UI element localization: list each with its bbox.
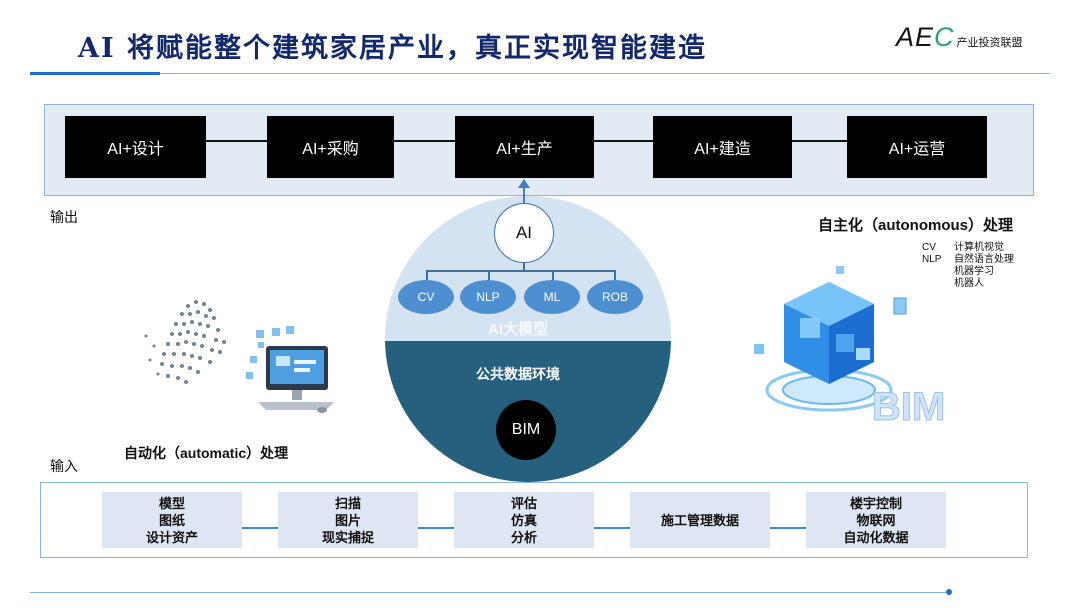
input-connector: [594, 527, 630, 529]
input-line: 图片: [334, 512, 361, 528]
computer-monitor-icon: [258, 346, 334, 413]
output-connector: [206, 140, 268, 142]
tree-branch: [552, 270, 554, 280]
input-line: 设计资产: [145, 529, 198, 545]
branch-ml: ML: [524, 280, 580, 314]
input-line: 模型: [158, 495, 185, 511]
output-connector: [792, 140, 848, 142]
input-box-scan: 扫描 图片 现实捕捉: [278, 492, 418, 548]
ai-head-computer-illustration: [144, 300, 334, 413]
desc-nlp: 自然语言处理: [954, 254, 1014, 265]
tree-branch: [426, 270, 428, 280]
logo-text-c: C: [934, 22, 955, 52]
branch-rob: ROB: [587, 280, 643, 314]
input-line: 仿真: [510, 512, 537, 528]
automatic-title: 自动化（automatic）处理: [124, 445, 289, 461]
bim-node: BIM: [496, 400, 556, 460]
logo-text: AE: [896, 22, 935, 52]
particle-head-icon: [144, 300, 226, 384]
desc-machine-learning: 机器学习: [954, 266, 994, 277]
desc-robot: 机器人: [954, 278, 984, 289]
input-line: 分析: [510, 529, 537, 545]
bim-cube-illustration: BIM: [754, 266, 946, 430]
footer-divider: [30, 592, 950, 593]
input-line: 自动化数据: [843, 529, 909, 545]
input-line: 扫描: [334, 495, 361, 511]
autonomous-title: 自主化（autonomous）处理: [818, 217, 1013, 234]
input-connector: [770, 527, 806, 529]
abbr-nlp: NLP: [922, 254, 942, 265]
input-box-models: 模型 图纸 设计资产: [102, 492, 242, 548]
footer-dot: [946, 589, 952, 595]
input-box-building-control: 楼宇控制 物联网 自动化数据: [806, 492, 946, 548]
abbr-cv: CV: [922, 242, 936, 253]
stage-ai-construction: AI+建造: [653, 116, 792, 178]
desc-computer-vision: 计算机视觉: [954, 242, 1004, 253]
input-line: 图纸: [158, 512, 185, 528]
input-box-evaluation: 评估 仿真 分析: [454, 492, 594, 548]
tree-branch: [426, 270, 616, 272]
stage-ai-production: AI+生产: [455, 116, 594, 178]
stage-ai-procurement: AI+采购: [267, 116, 394, 178]
output-connector: [394, 140, 456, 142]
ai-node: AI: [494, 203, 554, 263]
input-box-construction-data: 施工管理数据: [630, 492, 770, 548]
header-accent-bar: [30, 72, 160, 75]
input-line: 施工管理数据: [660, 512, 739, 528]
tree-branch: [488, 270, 490, 280]
logo-subtitle: 产业投资联盟: [956, 37, 1023, 49]
output-label: 输出: [50, 209, 78, 225]
header-divider: [30, 73, 1050, 74]
arrow-up-icon: [518, 179, 530, 205]
output-connector: [594, 140, 654, 142]
floating-icons: [246, 326, 294, 379]
input-label: 输入: [50, 458, 78, 474]
ai-large-model-label: AI大模型: [488, 321, 549, 338]
input-line: 楼宇控制: [849, 495, 902, 511]
bim-3d-text: BIM: [872, 385, 945, 429]
input-line: 现实捕捉: [321, 529, 374, 545]
tree-stem: [523, 263, 525, 271]
stage-ai-operation: AI+运营: [847, 116, 987, 178]
public-data-env-label: 公共数据环境: [476, 366, 560, 382]
autonomous-abbr-list: CV NLP: [922, 242, 952, 266]
branch-nlp: NLP: [460, 280, 516, 314]
input-line: 评估: [510, 495, 537, 511]
stage-ai-design: AI+设计: [65, 116, 206, 178]
autonomous-desc-list: 计算机视觉 自然语言处理 机器学习 机器人: [954, 242, 1014, 290]
input-line: 物联网: [856, 512, 896, 528]
input-connector: [242, 527, 278, 529]
input-connector: [418, 527, 454, 529]
branch-cv: CV: [398, 280, 454, 314]
page-title: AI 将赋能整个建筑家居产业，真正实现智能建造: [78, 33, 707, 64]
tree-branch: [614, 270, 616, 280]
